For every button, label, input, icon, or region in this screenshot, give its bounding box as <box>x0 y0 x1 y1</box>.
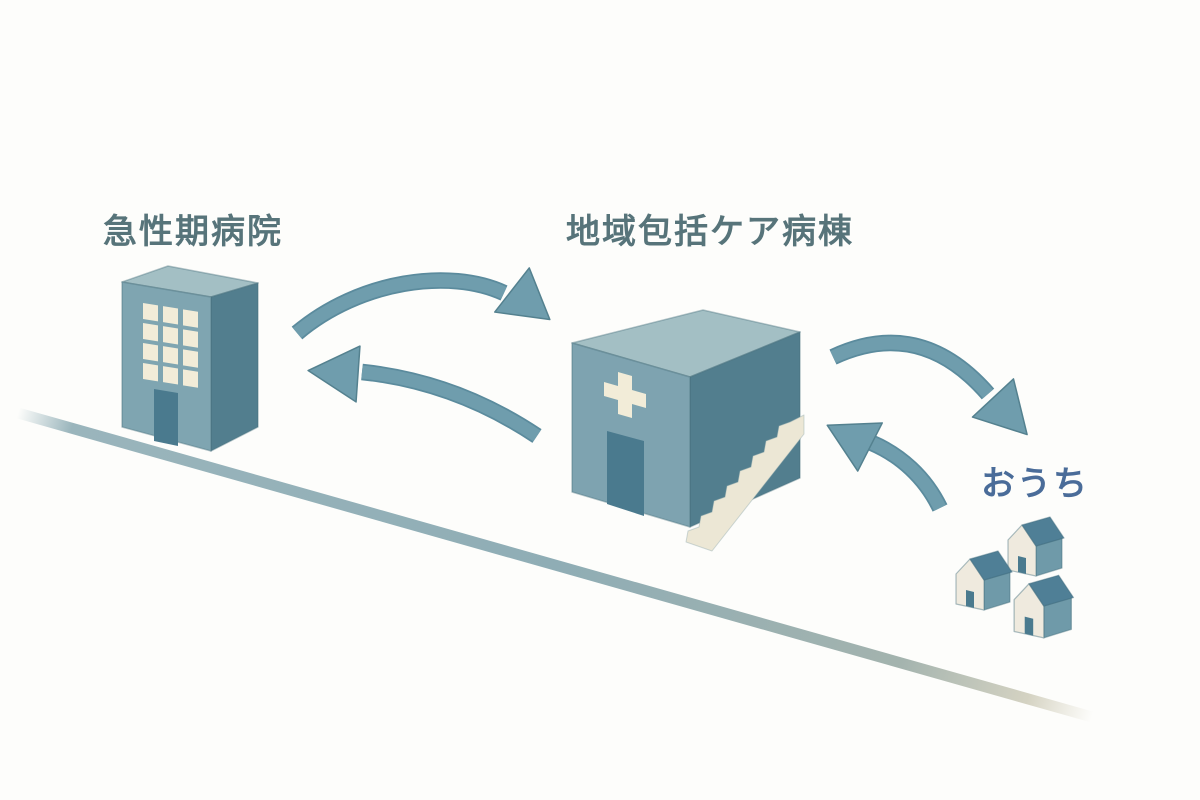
window <box>143 362 158 382</box>
arrow-hospital-to-ward <box>291 267 551 340</box>
house <box>955 550 1013 611</box>
staircase <box>685 414 805 552</box>
window <box>143 323 158 342</box>
window <box>183 309 198 328</box>
arrowhead-left-icon <box>307 345 361 403</box>
care-ward-building <box>571 309 805 552</box>
ward-door <box>607 431 644 516</box>
house <box>1007 516 1065 577</box>
acute-hospital-building <box>121 265 259 452</box>
ward-front-face <box>571 342 691 528</box>
arrow-shaft-highlight <box>361 365 541 442</box>
arrow-ward-to-hospital <box>307 345 542 443</box>
arrow-shaft-highlight <box>869 437 946 511</box>
window <box>163 306 178 325</box>
window-grid <box>143 303 198 388</box>
window <box>143 303 158 322</box>
window <box>183 329 198 348</box>
care-ward-label: 地域包括ケア病棟 <box>566 213 854 251</box>
arrow-shaft-highlight <box>830 336 993 399</box>
window <box>163 366 178 385</box>
acute-hospital-label: 急性期病院 <box>103 213 283 251</box>
window <box>183 369 198 388</box>
ground-line <box>16 407 1094 723</box>
arrow-ward-to-home <box>829 334 1028 436</box>
house <box>1013 574 1075 639</box>
hospital-door <box>154 389 178 446</box>
arrow-home-to-ward <box>826 422 948 512</box>
arrowhead-up-left-icon <box>826 422 884 472</box>
window <box>143 343 158 362</box>
arrow-shaft-highlight <box>292 274 507 338</box>
medical-cross-icon <box>604 372 646 419</box>
arrowhead-down-right-icon <box>971 378 1028 436</box>
window <box>163 326 178 345</box>
arrowhead-right-icon <box>494 267 551 321</box>
house-cluster <box>955 516 1075 639</box>
hospital-side-face <box>210 282 259 452</box>
window <box>183 349 198 368</box>
window <box>163 346 178 365</box>
home-label: おうち <box>981 465 1089 503</box>
